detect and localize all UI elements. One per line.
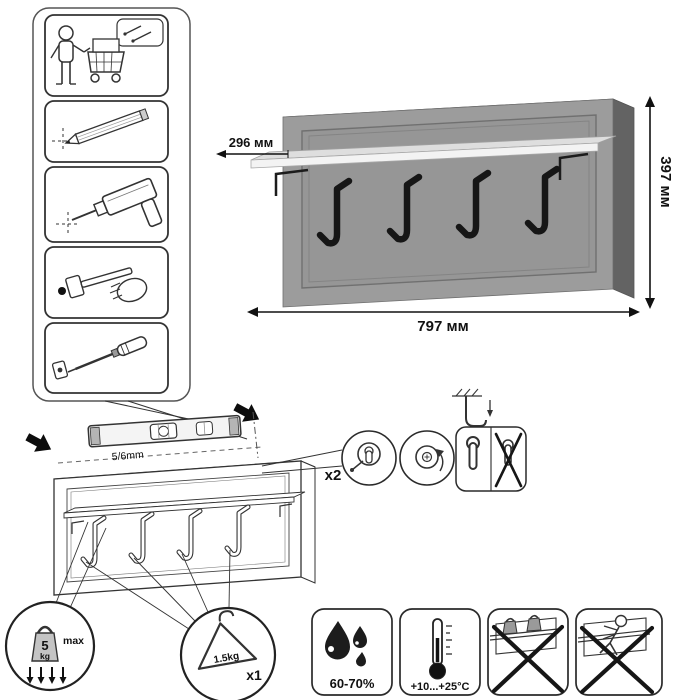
step-screwdriver-icon	[44, 322, 169, 394]
hook-2	[386, 173, 423, 243]
dimension-height: 397 мм	[645, 96, 674, 309]
thermometer-icon	[429, 618, 452, 680]
panel-outline-sketch	[53, 460, 316, 596]
max-weight-suffix: max	[63, 635, 84, 647]
height-label: 397 мм	[657, 156, 674, 207]
fastener-count-label: x2	[325, 467, 342, 484]
no-heavy-items-box	[487, 608, 569, 696]
hook-max-label: 1.5kg	[213, 651, 240, 666]
humidity-label: 60-70%	[330, 676, 375, 691]
product-render: 797 мм 397 мм 296 мм	[216, 96, 674, 335]
max-weight-value: 5	[41, 638, 48, 653]
spirit-level-icon	[87, 414, 242, 448]
keyhole-fitting-icon-front	[341, 430, 397, 486]
step-dowel-insert-icon	[44, 246, 169, 319]
shelf-support-right	[558, 152, 589, 180]
kettlebell-weight-icon	[31, 625, 59, 662]
no-heavy-objects-icon	[489, 614, 565, 694]
max-weight-badge: 5 kg max	[4, 521, 107, 692]
no-climbing-icon	[577, 614, 655, 695]
assembly-steps-panel	[32, 7, 191, 402]
clothes-hanger-icon: 1.5kg	[197, 610, 258, 670]
temperature-label: +10...+25°C	[411, 681, 470, 693]
depth-label: 296 мм	[229, 135, 274, 150]
drill-size-label: 5/6mm	[111, 449, 144, 464]
dimension-width: 797 мм	[247, 307, 640, 335]
width-label: 797 мм	[417, 318, 468, 335]
step-unpack-cart-icon	[44, 14, 169, 97]
shelf	[250, 135, 617, 169]
humidity-box: 60-70%	[311, 608, 393, 696]
hook-3	[455, 169, 492, 239]
hook-1	[316, 177, 353, 247]
step-drill-icon	[44, 166, 169, 243]
temperature-box: +10...+25°C	[399, 608, 481, 696]
hanger-load-badge: 1.5kg x1	[85, 549, 277, 700]
direction-arrow-right	[233, 403, 260, 422]
fastener-callout: x2	[325, 388, 527, 492]
water-drops-icon	[325, 621, 367, 667]
coat-hooks	[316, 165, 561, 247]
max-weight-unit: kg	[40, 651, 50, 661]
hanging-orientation-box	[455, 426, 527, 492]
direction-arrow-left	[25, 433, 52, 452]
wall-hook-icon	[452, 388, 493, 427]
dimension-depth: 296 мм	[216, 135, 289, 158]
step-pencil-mark-icon	[44, 100, 169, 163]
shelf-support-left	[274, 168, 309, 196]
down-arrows-icon	[26, 667, 67, 684]
no-climbing-box	[575, 608, 663, 696]
keyhole-fitting-icon-mounted	[399, 430, 455, 486]
hook-count-label: x1	[246, 667, 262, 683]
hook-4	[524, 165, 561, 235]
